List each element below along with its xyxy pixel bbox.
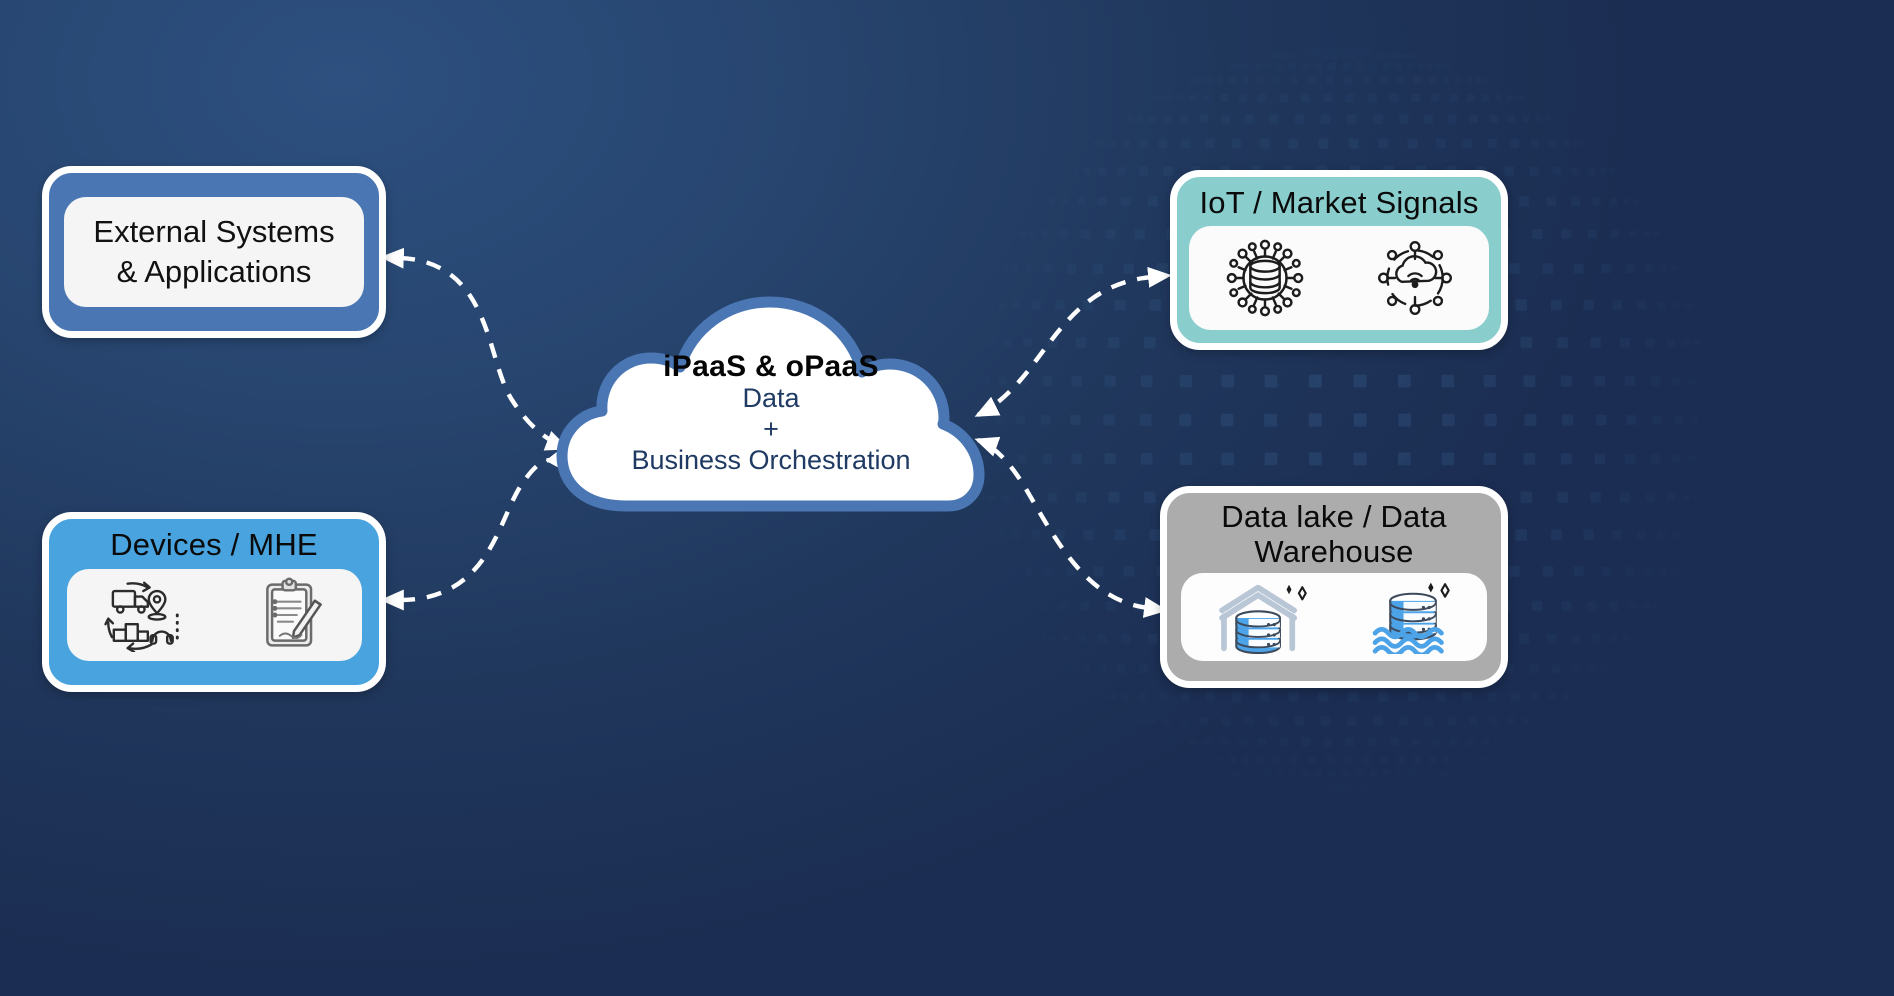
node-iot-market-signals[interactable]: IoT / Market Signals — [1170, 170, 1508, 350]
data-lake-title-line2: Warehouse — [1254, 533, 1414, 569]
external-systems-title-line1: External Systems — [93, 214, 335, 250]
logistics-cycle-icon — [100, 578, 192, 652]
data-lake-icon — [1369, 580, 1457, 655]
node-devices-mhe[interactable]: Devices / MHE — [42, 512, 386, 692]
node-external-systems[interactable]: External Systems & Applications — [42, 166, 386, 338]
data-lake-warehouse-title: Data lake / Data Warehouse — [1167, 493, 1501, 569]
iot-icon-panel — [1189, 225, 1489, 330]
connector-iot-to-cloud — [974, 266, 1172, 417]
connector-devices-to-cloud — [380, 447, 569, 611]
cloud-shape — [556, 296, 985, 512]
connector-lake-to-cloud — [974, 436, 1168, 618]
devices-mhe-title: Devices / MHE — [110, 527, 318, 562]
external-systems-panel: External Systems & Applications — [64, 197, 364, 307]
node-data-lake-warehouse[interactable]: Data lake / Data Warehouse — [1160, 486, 1508, 688]
globe-dot-pattern — [980, 48, 1700, 792]
devices-mhe-icon-panel — [66, 568, 362, 661]
iot-database-nodes-icon — [1222, 235, 1308, 321]
data-lake-title-line1: Data lake / Data — [1221, 499, 1447, 534]
clipboard-pen-icon — [258, 577, 328, 653]
data-lake-icon-panel — [1181, 573, 1487, 662]
iot-market-signals-title: IoT / Market Signals — [1199, 185, 1479, 220]
data-warehouse-icon — [1212, 580, 1308, 655]
cloud-wifi-network-icon — [1373, 236, 1457, 320]
external-systems-title-line2: & Applications — [116, 254, 312, 289]
connector-external-to-cloud — [380, 247, 570, 451]
central-cloud-node[interactable]: iPaaS & oPaaS Data + Business Orchestrat… — [556, 296, 986, 522]
